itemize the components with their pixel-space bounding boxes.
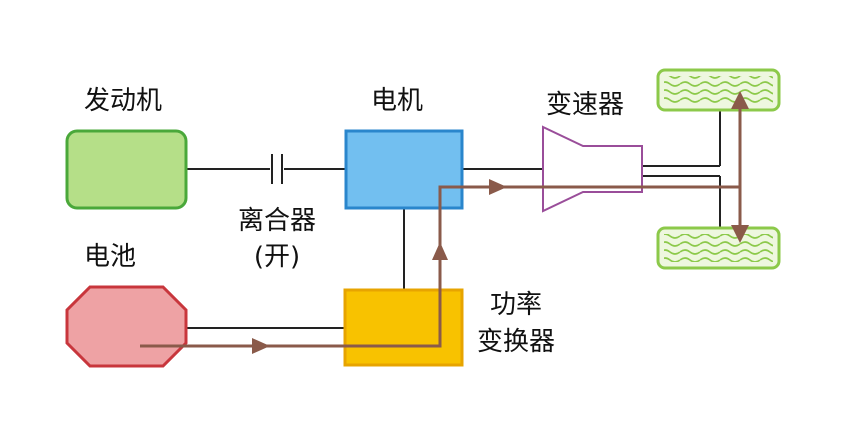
power-flow-path xyxy=(140,185,740,348)
flow-arrowheads xyxy=(252,179,507,354)
engine-label: 发动机 xyxy=(84,86,163,116)
shaft-lines xyxy=(186,100,721,329)
clutch-state-label: (开) xyxy=(253,242,301,272)
motor-label: 电机 xyxy=(371,86,424,116)
converter-label-line1: 功率 xyxy=(490,290,543,320)
motor-block xyxy=(344,129,464,210)
arrow-motor-to-transmission xyxy=(489,179,507,195)
lower-wheel xyxy=(656,226,781,270)
power-flow xyxy=(140,91,749,348)
transmission-shape xyxy=(542,125,643,213)
battery-block xyxy=(65,285,188,368)
arrow-converter-to-motor xyxy=(432,242,448,260)
transmission-label: 变速器 xyxy=(546,90,625,120)
upper-wheel xyxy=(656,68,781,112)
power-converter-block xyxy=(343,288,464,367)
battery-label: 电池 xyxy=(84,242,137,272)
clutch-label: 离合器 xyxy=(237,206,316,236)
converter-label-line2: 变换器 xyxy=(477,327,556,357)
engine-block xyxy=(65,129,188,210)
arrow-battery-to-converter xyxy=(252,338,270,354)
